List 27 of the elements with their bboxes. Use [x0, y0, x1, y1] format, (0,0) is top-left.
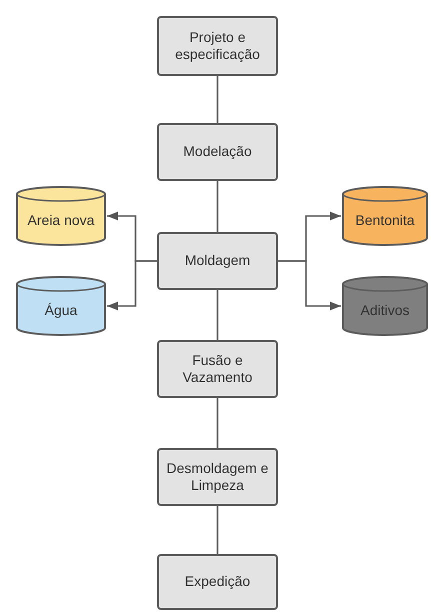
connector-line [216, 181, 218, 232]
storage-cylinder [16, 186, 106, 246]
storage-cylinder [342, 276, 428, 336]
connector-line [216, 290, 218, 340]
node-label: Fusão e Vazamento [182, 352, 254, 386]
node-label: Projeto e especificação [174, 28, 261, 64]
node-label: Moldagem [184, 252, 250, 270]
node-label: Modelação [183, 143, 252, 161]
storage-cylinder [16, 276, 106, 336]
node-label: Aditivos [360, 302, 410, 320]
storage-cylinder [342, 186, 428, 246]
process-box [157, 16, 278, 76]
process-box [157, 554, 278, 610]
connector-line [216, 398, 218, 448]
node-label: Desmoldagem e Limpeza [166, 460, 270, 494]
node-label: Bentonita [355, 212, 415, 230]
node-label: Areia nova [28, 212, 94, 230]
process-box [157, 448, 278, 506]
process-box [157, 123, 278, 181]
connector-line [216, 76, 218, 123]
node-label: Expedição [184, 573, 250, 591]
connector-line [216, 506, 218, 554]
node-label: Água [44, 302, 78, 320]
arrow [107, 260, 157, 310]
process-box [157, 232, 278, 290]
arrow [278, 260, 341, 310]
process-box [157, 340, 278, 398]
